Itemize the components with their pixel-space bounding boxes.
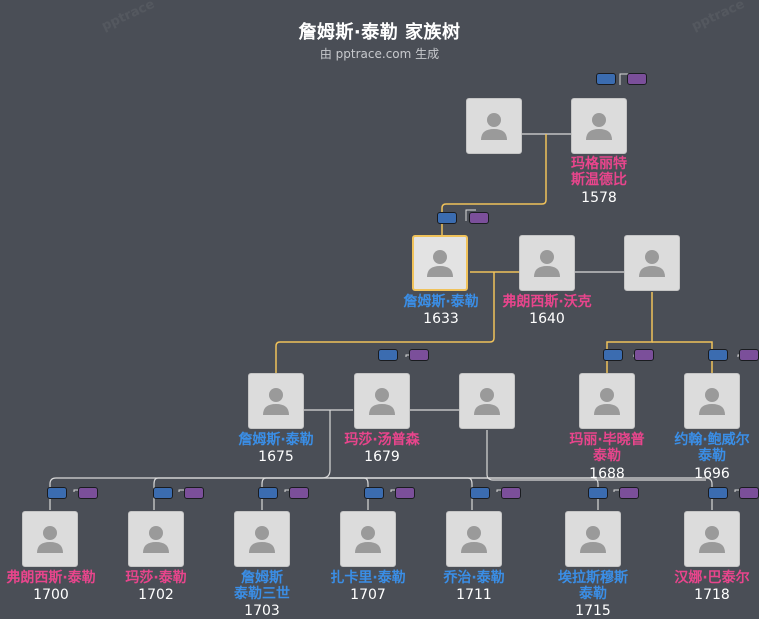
person-card-james-selected[interactable]	[412, 235, 468, 291]
person-card-james2[interactable]	[248, 373, 304, 429]
person-card-c5[interactable]	[446, 511, 502, 567]
father-tag-icon[interactable]	[603, 349, 623, 361]
person-avatar-icon	[427, 250, 453, 277]
person-avatar-icon	[534, 250, 560, 277]
person-name: 玛格丽特斯温德比	[571, 156, 627, 188]
father-tag-icon[interactable]	[153, 487, 173, 499]
birth-year: 1696	[694, 466, 730, 482]
person-avatar-icon	[143, 526, 169, 553]
person-card-g1a[interactable]	[466, 98, 522, 154]
person-avatar-icon	[586, 113, 612, 140]
person-avatar-icon	[355, 526, 381, 553]
person-card-c7[interactable]	[684, 511, 740, 567]
person-avatar-icon	[461, 526, 487, 553]
page-subtitle: 由 pptrace.com 生成	[319, 47, 440, 61]
mother-tag-icon[interactable]	[469, 212, 489, 224]
person-name: 弗朗西斯·沃克	[502, 294, 592, 310]
person-avatar-icon	[369, 388, 395, 415]
birth-year: 1640	[529, 311, 565, 327]
person-name: 埃拉斯穆斯泰勒	[558, 570, 628, 602]
father-tag-icon[interactable]	[588, 487, 608, 499]
birth-year: 1703	[244, 603, 280, 619]
person-avatar-icon	[481, 113, 507, 140]
person-name: 玛丽·毕晓普泰勒	[569, 432, 645, 464]
person-name: 弗朗西斯·泰勒	[6, 570, 96, 586]
person-card-c6[interactable]	[565, 511, 621, 567]
person-avatar-icon	[474, 388, 500, 415]
mother-tag-icon[interactable]	[395, 487, 415, 499]
birth-year: 1711	[456, 587, 492, 603]
person-name: 玛莎·汤普森	[344, 432, 420, 448]
person-card-john[interactable]	[684, 373, 740, 429]
person-avatar-icon	[699, 526, 725, 553]
birth-year: 1707	[350, 587, 386, 603]
person-avatar-icon	[699, 388, 725, 415]
person-name: 汉娜·巴泰尔	[674, 570, 750, 586]
mother-tag-icon[interactable]	[409, 349, 429, 361]
birth-year: 1702	[138, 587, 174, 603]
mother-tag-icon[interactable]	[619, 487, 639, 499]
person-name: 詹姆斯·泰勒	[238, 432, 314, 448]
person-card-martha[interactable]	[354, 373, 410, 429]
mother-tag-icon[interactable]	[184, 487, 204, 499]
person-name: 扎卡里·泰勒	[330, 570, 406, 586]
person-name: 乔治·泰勒	[443, 570, 505, 586]
person-card-g3c[interactable]	[459, 373, 515, 429]
person-card-c1[interactable]	[22, 511, 78, 567]
mother-tag-icon[interactable]	[739, 487, 759, 499]
person-card-g2c[interactable]	[624, 235, 680, 291]
person-avatar-icon	[263, 388, 289, 415]
person-card-frances[interactable]	[519, 235, 575, 291]
father-tag-icon[interactable]	[47, 487, 67, 499]
person-name: 玛莎·泰勒	[125, 570, 187, 586]
person-card-c3[interactable]	[234, 511, 290, 567]
person-name: 约翰·鲍威尔泰勒	[674, 432, 750, 464]
father-tag-icon[interactable]	[708, 487, 728, 499]
mother-tag-icon[interactable]	[501, 487, 521, 499]
person-avatar-icon	[580, 526, 606, 553]
father-tag-icon[interactable]	[708, 349, 728, 361]
person-avatar-icon	[639, 250, 665, 277]
birth-year: 1675	[258, 449, 294, 465]
father-tag-icon[interactable]	[596, 73, 616, 85]
birth-year: 1578	[581, 190, 617, 206]
person-avatar-icon	[594, 388, 620, 415]
person-name: 詹姆斯泰勒三世	[234, 570, 290, 602]
person-card-g1b[interactable]	[571, 98, 627, 154]
birth-year: 1688	[589, 466, 625, 482]
birth-year: 1633	[423, 311, 459, 327]
mother-tag-icon[interactable]	[627, 73, 647, 85]
mother-tag-icon[interactable]	[634, 349, 654, 361]
father-tag-icon[interactable]	[258, 487, 278, 499]
father-tag-icon[interactable]	[470, 487, 490, 499]
mother-tag-icon[interactable]	[78, 487, 98, 499]
person-avatar-icon	[249, 526, 275, 553]
birth-year: 1718	[694, 587, 730, 603]
person-card-c4[interactable]	[340, 511, 396, 567]
person-name: 詹姆斯·泰勒	[403, 294, 479, 310]
father-tag-icon[interactable]	[378, 349, 398, 361]
person-card-mary[interactable]	[579, 373, 635, 429]
father-tag-icon[interactable]	[437, 212, 457, 224]
birth-year: 1700	[33, 587, 69, 603]
person-avatar-icon	[37, 526, 63, 553]
birth-year: 1679	[364, 449, 400, 465]
birth-year: 1715	[575, 603, 611, 619]
mother-tag-icon[interactable]	[289, 487, 309, 499]
father-tag-icon[interactable]	[364, 487, 384, 499]
person-card-c2[interactable]	[128, 511, 184, 567]
mother-tag-icon[interactable]	[739, 349, 759, 361]
page-title: 詹姆斯·泰勒 家族树	[298, 22, 461, 43]
